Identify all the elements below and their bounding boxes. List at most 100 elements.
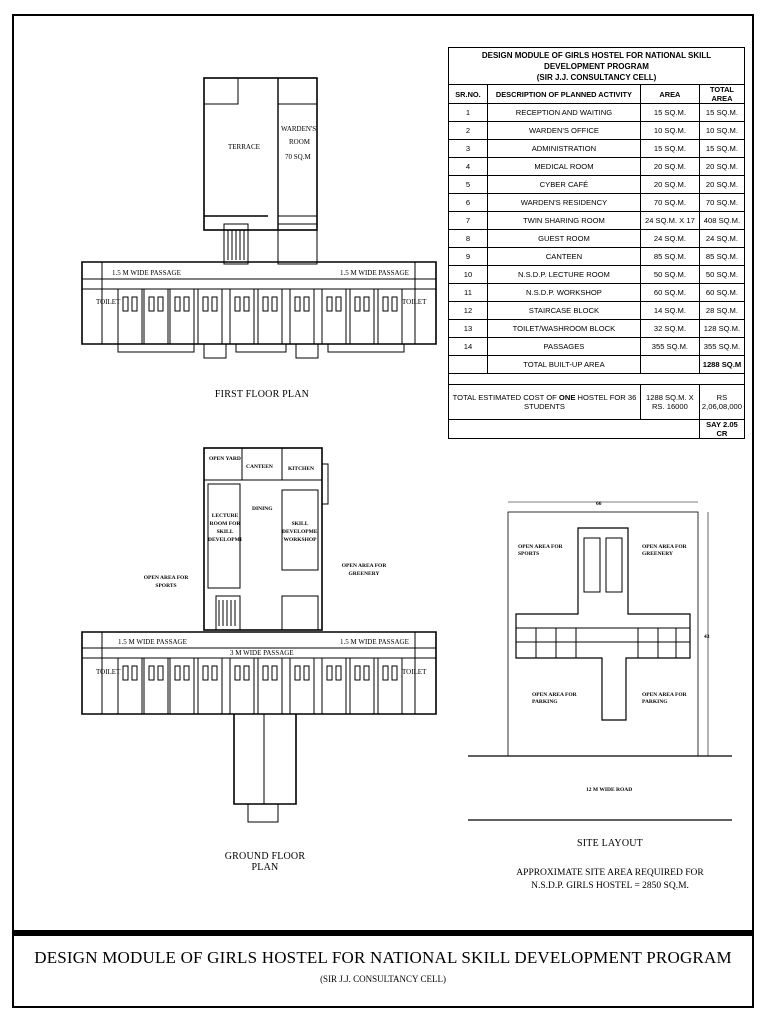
room-cell [229, 288, 255, 345]
ground-floor-caption: GROUND FLOOR PLAN [224, 851, 306, 873]
room-cell [257, 288, 283, 345]
room-cell [169, 657, 195, 715]
bed-mark [271, 665, 278, 681]
bed-mark [234, 665, 241, 681]
site-dim-height: 43 [704, 634, 710, 640]
bed-mark [131, 296, 138, 312]
bed-mark [243, 296, 250, 312]
room-cell [349, 288, 375, 345]
area-statement-table: DESIGN MODULE OF GIRLS HOSTEL FOR NATION… [448, 47, 746, 439]
bed-mark [271, 296, 278, 312]
bed-mark [211, 665, 218, 681]
bed-mark [294, 296, 301, 312]
gf-open-area-left: OPEN AREA FOR SPORTS [143, 575, 189, 589]
title-block-divider [12, 930, 754, 936]
bed-mark [326, 665, 333, 681]
table-cost-row: TOTAL ESTIMATED COST OF ONE HOSTEL FOR 3… [448, 384, 746, 420]
terrace-label: TERRACE [228, 143, 260, 151]
bed-mark [122, 296, 129, 312]
first-floor-plan: TERRACE WARDEN'S ROOM 70 SQ.M TOILET TOI… [78, 74, 443, 359]
site-open-bl: OPEN AREA FOR PARKING [532, 692, 577, 705]
ff-passage-right-label: 1.5 M WIDE PASSAGE [340, 269, 409, 277]
site-area-note: APPROXIMATE SITE AREA REQUIRED FOR N.S.D… [516, 868, 704, 891]
table-title: DESIGN MODULE OF GIRLS HOSTEL FOR NATION… [448, 47, 745, 85]
bed-mark [303, 296, 310, 312]
bed-mark [363, 296, 370, 312]
bed-mark [148, 296, 155, 312]
bed-mark [391, 296, 398, 312]
table-say-row: SAY 2.05 CR [448, 419, 746, 439]
ground-floor-plan: OPEN YARD CANTEEN KITCHEN DINING LECTURE… [78, 446, 443, 836]
room-cell [289, 288, 315, 345]
bed-mark [131, 665, 138, 681]
site-layout-plan: 66 43 OPEN AREA FOR SPORTS OPEN AREA FOR… [466, 494, 736, 834]
ff-toilet-right-label: TOILET [402, 298, 427, 306]
gf-workshop-label: SKILL DEVELOPMENT WORKSHOP [282, 521, 318, 543]
room-cell [377, 288, 403, 345]
site-dim-width: 66 [596, 501, 602, 507]
gf-open-area-right: OPEN AREA FOR GREENERY [341, 563, 387, 577]
svg-text:OPEN YARD: OPEN YARD [209, 456, 241, 462]
room-cell [257, 657, 283, 715]
room-cell [117, 288, 143, 345]
first-floor-caption: FIRST FLOOR PLAN [214, 389, 310, 400]
bed-mark [262, 296, 269, 312]
bed-mark [202, 296, 209, 312]
room-cell [197, 657, 223, 715]
drawing-subtitle: (SIR J.J. CONSULTANCY CELL) [320, 974, 446, 984]
bed-mark [148, 665, 155, 681]
bed-mark [335, 665, 342, 681]
room-cell [117, 657, 143, 715]
site-open-tl: OPEN AREA FOR SPORTS [518, 544, 563, 557]
bed-mark [294, 665, 301, 681]
table-total-row: TOTAL BUILT-UP AREA 1288 SQ.M [448, 355, 746, 374]
bed-mark [391, 665, 398, 681]
bed-mark [262, 665, 269, 681]
site-open-tr: OPEN AREA FOR GREENERY [642, 544, 687, 557]
bed-mark [211, 296, 218, 312]
ff-passage-left-label: 1.5 M WIDE PASSAGE [112, 269, 181, 277]
bed-mark [122, 665, 129, 681]
room-cell [143, 657, 169, 715]
room-cell [321, 657, 347, 715]
room-cell [197, 288, 223, 345]
bed-mark [202, 665, 209, 681]
bed-mark [183, 665, 190, 681]
bed-mark [335, 296, 342, 312]
bed-mark [183, 296, 190, 312]
bed-mark [157, 296, 164, 312]
gf-dining-label: DINING [252, 506, 273, 512]
bed-mark [363, 665, 370, 681]
bed-mark [326, 296, 333, 312]
gf-passage-right-label: 1.5 M WIDE PASSAGE [340, 638, 409, 646]
table-header-row: SR.NO. DESCRIPTION OF PLANNED ACTIVITY A… [448, 84, 746, 104]
room-cell [143, 288, 169, 345]
room-cell [377, 657, 403, 715]
bed-mark [382, 296, 389, 312]
bed-mark [243, 665, 250, 681]
room-cell [169, 288, 195, 345]
table-blank-row [448, 373, 745, 385]
site-layout-caption: SITE LAYOUT [577, 838, 643, 849]
bed-mark [174, 296, 181, 312]
bed-mark [157, 665, 164, 681]
gf-kitchen-label: KITCHEN [288, 466, 314, 472]
gf-passage-left-label: 1.5 M WIDE PASSAGE [118, 638, 187, 646]
bed-mark [234, 296, 241, 312]
bed-mark [354, 665, 361, 681]
bed-mark [174, 665, 181, 681]
gf-canteen-label: CANTEEN [246, 464, 273, 470]
gf-toilet-right-label: TOILET [402, 668, 427, 676]
drawing-sheet-border [12, 14, 754, 1008]
drawing-title: DESIGN MODULE OF GIRLS HOSTEL FOR NATION… [34, 948, 732, 967]
site-open-br: OPEN AREA FOR PARKING [642, 692, 687, 705]
